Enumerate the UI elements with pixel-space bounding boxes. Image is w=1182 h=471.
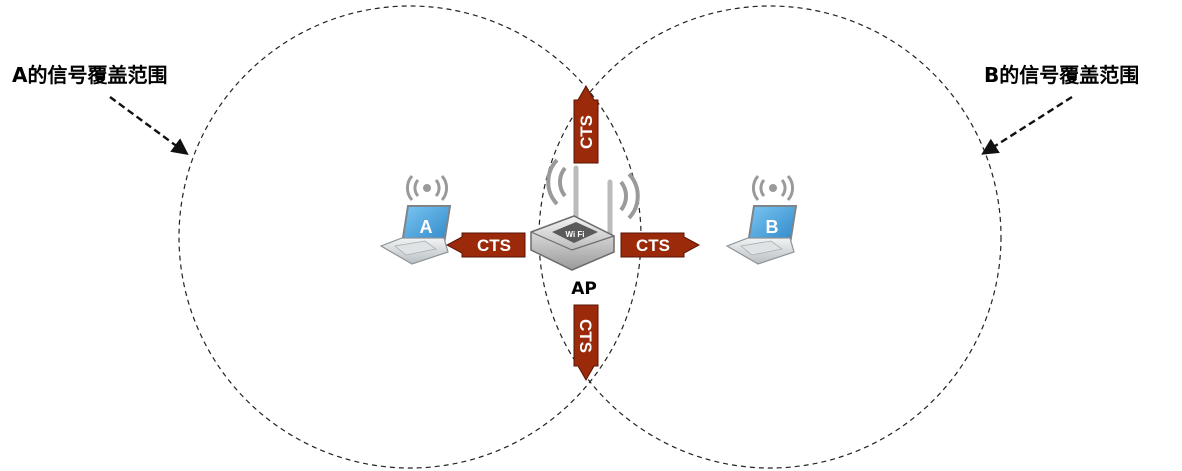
- router-icon: Wi Fi: [530, 158, 640, 271]
- coverage-circle-b: [538, 5, 1002, 469]
- pointer-arrow-b: [981, 95, 1073, 155]
- laptop-b-icon: B: [725, 175, 798, 265]
- cts-arrow-down: CTS: [573, 304, 599, 382]
- laptop-b-letter: B: [766, 217, 779, 237]
- cts-arrow-left: CTS: [445, 232, 526, 258]
- coverage-label-a: A的信号覆盖范围: [12, 63, 167, 87]
- cts-label-left: CTS: [477, 236, 511, 255]
- pointer-arrow-a: [109, 96, 189, 155]
- cts-arrow-up: CTS: [573, 84, 599, 164]
- cts-label-down: CTS: [576, 319, 595, 353]
- cts-label-up: CTS: [577, 115, 596, 149]
- ap-label: AP: [571, 279, 597, 299]
- signal-icon: [751, 175, 795, 201]
- coverage-label-b: B的信号覆盖范围: [984, 63, 1139, 87]
- router-badge: Wi Fi: [565, 230, 584, 239]
- laptop-a-icon: A: [379, 175, 452, 265]
- signal-waves-icon: [546, 158, 640, 220]
- laptop-a-letter: A: [420, 217, 433, 237]
- cts-label-right: CTS: [636, 236, 670, 255]
- signal-icon: [405, 175, 449, 201]
- cts-arrow-right: CTS: [620, 232, 701, 258]
